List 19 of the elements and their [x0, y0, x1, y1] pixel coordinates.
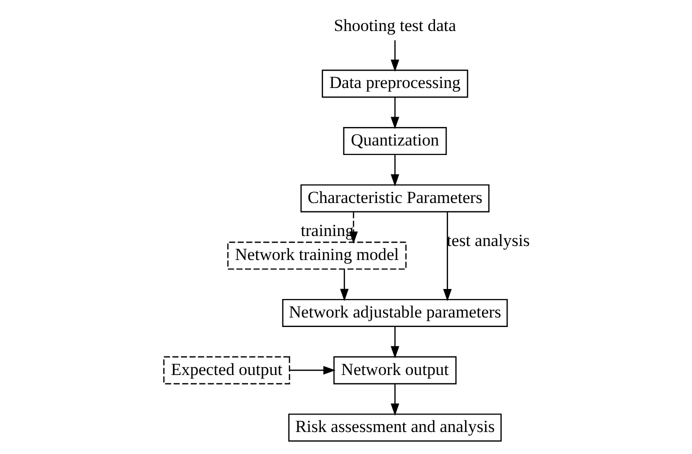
node-box: Risk assessment and analysis: [288, 414, 502, 442]
arrow: [390, 40, 399, 72]
node-text: Shooting test data: [333, 16, 456, 35]
node-box: Data preprocessing: [321, 70, 468, 98]
node-box: Characteristic Parameters: [300, 184, 489, 212]
node-box: Network adjustable parameters: [282, 298, 508, 327]
node-box: Expected output: [162, 356, 290, 384]
node-box: Quantization: [342, 127, 446, 156]
edge-label: training: [300, 220, 354, 240]
arrow: [390, 98, 399, 130]
arrow: [390, 154, 399, 186]
node-box: Network training model: [226, 242, 406, 270]
edge-label: test analysis: [446, 231, 530, 250]
arrow: [390, 326, 399, 358]
node-box: Network output: [332, 356, 456, 384]
arrow: [442, 212, 452, 302]
arrow: [390, 384, 399, 416]
arrow: [340, 270, 348, 302]
arrow: [289, 366, 336, 375]
